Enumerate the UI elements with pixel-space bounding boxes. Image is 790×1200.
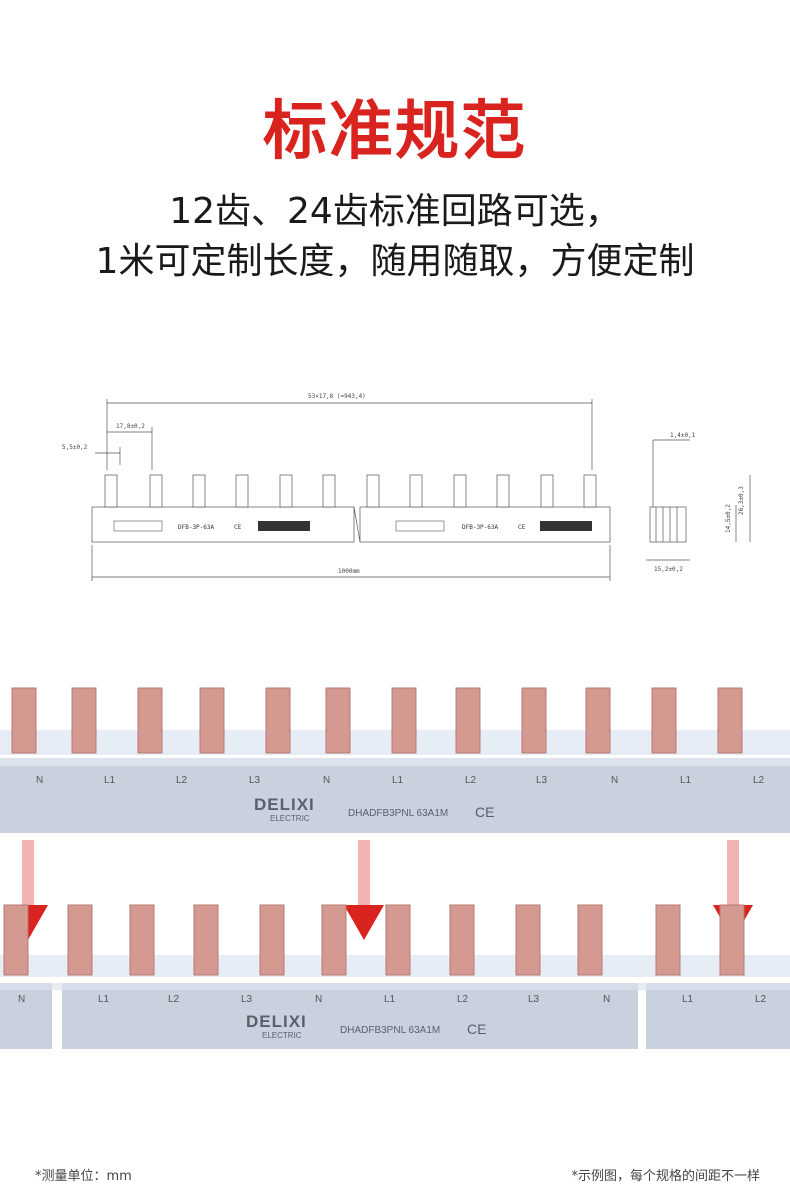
ce-mark-1: CE	[234, 524, 242, 531]
phase-label: L2	[457, 994, 469, 1005]
phase-label: L1	[682, 994, 694, 1005]
busbar-top-phases: N L1 L2 L3 N L1 L2 L3 N L1 L2	[36, 775, 765, 786]
technical-drawing: DFB-3P-63A CE DFB-3P-63A CE 53×17,8 (=94…	[50, 385, 770, 585]
busbar-top-svg: N L1 L2 L3 N L1 L2 L3 N L1 L2 DELIXI ELE…	[0, 687, 790, 833]
phase-label: L2	[176, 775, 188, 786]
dim-inner-height: 14,5±0,2	[725, 504, 732, 533]
measurement-note: *测量单位：mm	[35, 1169, 132, 1184]
phase-label: N	[315, 994, 322, 1005]
phase-label: L2	[753, 775, 765, 786]
phase-label: L3	[241, 994, 253, 1005]
phase-label: N	[611, 775, 618, 786]
phase-label: L2	[168, 994, 180, 1005]
ce-mark: CE	[475, 804, 494, 820]
brand-logo: DELIXI	[246, 1012, 307, 1031]
phase-label: L3	[528, 994, 540, 1005]
phase-label: L3	[536, 775, 548, 786]
rail-model-label-2: DFB-3P-63A	[462, 524, 499, 531]
phase-label: N	[323, 775, 330, 786]
phase-label: L1	[98, 994, 110, 1005]
busbar-bottom-phases: N L1 L2 L3 N L1 L2 L3 N L1 L2	[18, 994, 767, 1005]
phase-label: L2	[755, 994, 767, 1005]
arrow-icon	[344, 840, 384, 940]
busbar-top-teeth	[11, 687, 743, 754]
phase-label: N	[36, 775, 43, 786]
phase-label: N	[18, 994, 25, 1005]
dim-pitch: 17,8±0,2	[116, 423, 145, 430]
rail-model-label-1: DFB-3P-63A	[178, 524, 215, 531]
brand-sub: ELECTRIC	[270, 814, 310, 823]
drawing-svg: DFB-3P-63A CE DFB-3P-63A CE 53×17,8 (=94…	[62, 393, 751, 581]
dim-top-width: 1,4±0,1	[670, 432, 696, 439]
dim-base: 15,2±0,2	[654, 566, 683, 573]
ce-mark-2: CE	[518, 524, 526, 531]
ce-mark: CE	[467, 1021, 486, 1037]
model-label: DHADFB3PNL 63A1M	[340, 1025, 440, 1036]
dim-offset: 5,5±0,2	[62, 444, 88, 451]
drawing-pins	[104, 474, 597, 508]
subtitle-line-1: 12齿、24齿标准回路可选，	[169, 191, 621, 232]
phase-label: L1	[392, 775, 404, 786]
subtitle-line-2: 1米可定制长度，随用随取，方便定制	[95, 241, 695, 282]
example-note: *示例图，每个规格的间距不一样	[571, 1169, 760, 1184]
busbar-bottom-svg: N L1 L2 L3 N L1 L2 L3 N L1 L2 DELIXI ELE…	[0, 904, 790, 1049]
brand-sub: ELECTRIC	[262, 1031, 302, 1040]
phase-label: L1	[384, 994, 396, 1005]
busbar-photo-bottom: N L1 L2 L3 N L1 L2 L3 N L1 L2 DELIXI ELE…	[0, 895, 790, 1065]
busbar-photo-top: N L1 L2 L3 N L1 L2 L3 N L1 L2 DELIXI ELE…	[0, 680, 790, 840]
dim-length: 1000mm	[338, 568, 360, 575]
phase-label: L2	[465, 775, 477, 786]
dim-total-pitch: 53×17,8 (=943,4)	[308, 393, 366, 400]
phase-label: L1	[104, 775, 116, 786]
phase-label: N	[603, 994, 610, 1005]
model-label: DHADFB3PNL 63A1M	[348, 808, 448, 819]
dim-height: 26,3±0,3	[738, 486, 745, 515]
page-title: 标准规范	[263, 95, 527, 169]
phase-label: L3	[249, 775, 261, 786]
phase-label: L1	[680, 775, 692, 786]
brand-logo: DELIXI	[254, 795, 315, 814]
busbar-bottom-teeth	[3, 904, 745, 976]
